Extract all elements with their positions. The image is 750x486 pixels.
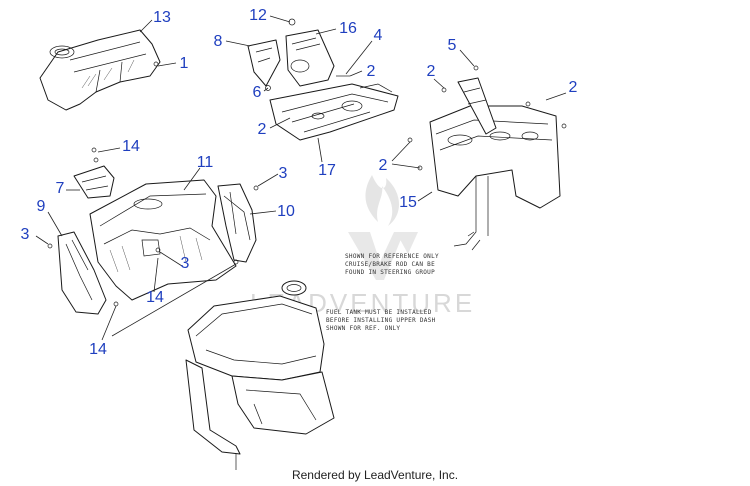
callout-8: 8 — [214, 33, 223, 50]
leader-lines — [35, 15, 567, 341]
callout-9: 9 — [37, 198, 46, 215]
callout-15: 15 — [399, 194, 417, 211]
callout-2-b: 2 — [258, 121, 267, 138]
callout-4: 4 — [374, 27, 383, 44]
fuel-tank[interactable] — [185, 280, 335, 470]
callout-3-b: 3 — [21, 226, 30, 243]
callout-3-a: 3 — [279, 165, 288, 182]
callout-16: 16 — [339, 20, 357, 37]
callout-7: 7 — [56, 180, 65, 197]
callout-1: 1 — [180, 55, 189, 72]
callout-11: 11 — [197, 154, 214, 171]
left-side-panel[interactable] — [57, 231, 107, 315]
dash-support-frame[interactable] — [429, 65, 561, 251]
callout-12: 12 — [249, 7, 267, 24]
callout-2-d: 2 — [569, 79, 578, 96]
callout-2-a: 2 — [367, 63, 376, 80]
lower-dash[interactable] — [89, 179, 237, 301]
svg-text:FOUND IN STEERING GROUP: FOUND IN STEERING GROUP — [345, 269, 435, 276]
steering-bracket-assembly[interactable] — [247, 18, 350, 91]
callout-2-e: 2 — [379, 157, 388, 174]
callout-3-c: 3 — [181, 255, 190, 272]
svg-text:SHOWN FOR REF. ONLY: SHOWN FOR REF. ONLY — [326, 325, 400, 332]
svg-text:FUEL TANK MUST BE INSTALLED: FUEL TANK MUST BE INSTALLED — [326, 309, 432, 316]
right-side-panel[interactable] — [217, 183, 257, 263]
note-fuel-tank: FUEL TANK MUST BE INSTALLED BEFORE INSTA… — [326, 309, 436, 332]
callout-2-c: 2 — [427, 63, 436, 80]
callout-13: 13 — [153, 9, 171, 26]
note-brake-rod: SHOWN FOR REFERENCE ONLY CRUISE/BRAKE RO… — [345, 253, 439, 276]
watermark-logo — [348, 175, 418, 280]
callout-labels: 13 1 12 8 16 4 2 6 2 17 5 2 2 2 15 14 7 … — [21, 7, 578, 358]
svg-text:BEFORE INSTALLING UPPER DASH: BEFORE INSTALLING UPPER DASH — [326, 317, 436, 324]
svg-text:CRUISE/BRAKE ROD CAN BE: CRUISE/BRAKE ROD CAN BE — [345, 261, 435, 268]
callout-17: 17 — [318, 162, 336, 179]
callout-14-b: 14 — [146, 289, 164, 306]
footer-credit: Rendered by LeadVenture, Inc. — [291, 468, 459, 482]
floor-plate[interactable] — [269, 83, 399, 141]
small-bracket[interactable] — [73, 165, 115, 199]
callout-14-a: 14 — [122, 138, 140, 155]
callout-14-c: 14 — [89, 341, 107, 358]
upper-dash-cover[interactable] — [39, 29, 161, 111]
callout-5: 5 — [448, 37, 457, 54]
svg-text:SHOWN FOR REFERENCE ONLY: SHOWN FOR REFERENCE ONLY — [345, 253, 439, 260]
callout-6: 6 — [253, 84, 262, 101]
callout-10: 10 — [277, 203, 295, 220]
